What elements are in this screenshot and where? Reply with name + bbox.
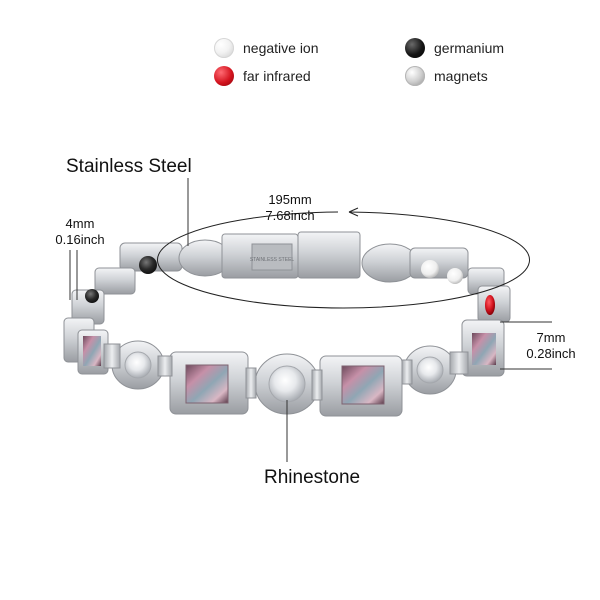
stainless-steel-label: Stainless Steel — [66, 156, 192, 177]
far-infrared-swatch-icon — [214, 66, 234, 86]
link-width-label: 7mm 0.28inch — [516, 330, 586, 362]
band-width-dimension — [69, 250, 78, 300]
link-width-inch: 0.28inch — [526, 346, 576, 361]
legend-label: germanium — [434, 40, 505, 56]
legend-label: magnets — [434, 68, 488, 84]
length-mm: 195mm — [268, 192, 312, 207]
front-links — [103, 340, 469, 417]
legend-label: far infrared — [243, 68, 311, 84]
legend-magnets: magnets — [405, 66, 488, 86]
left-side-links — [63, 267, 136, 375]
legend-label: negative ion — [243, 40, 319, 56]
back-links: STAINLESS STEEL — [119, 231, 469, 284]
rhinestone-label: Rhinestone — [264, 467, 361, 488]
magnets-swatch-icon — [405, 66, 425, 86]
band-width-inch: 0.16inch — [55, 232, 105, 247]
legend-far-infrared: far infrared — [214, 66, 311, 86]
band-width-label: 4mm 0.16inch — [50, 216, 110, 248]
link-width-dimension — [500, 321, 552, 370]
length-label: 195mm 7.68inch — [234, 192, 346, 224]
band-width-mm: 4mm — [65, 216, 95, 231]
legend-germanium: germanium — [405, 38, 504, 58]
negative-ion-swatch-icon — [214, 38, 234, 58]
link-width-mm: 7mm — [536, 330, 566, 345]
legend-negative-ion: negative ion — [214, 38, 319, 58]
length-inch: 7.68inch — [265, 208, 315, 223]
engraving-text: STAINLESS STEEL — [250, 257, 295, 263]
germanium-swatch-icon — [405, 38, 425, 58]
circumference-indicator — [157, 207, 530, 309]
